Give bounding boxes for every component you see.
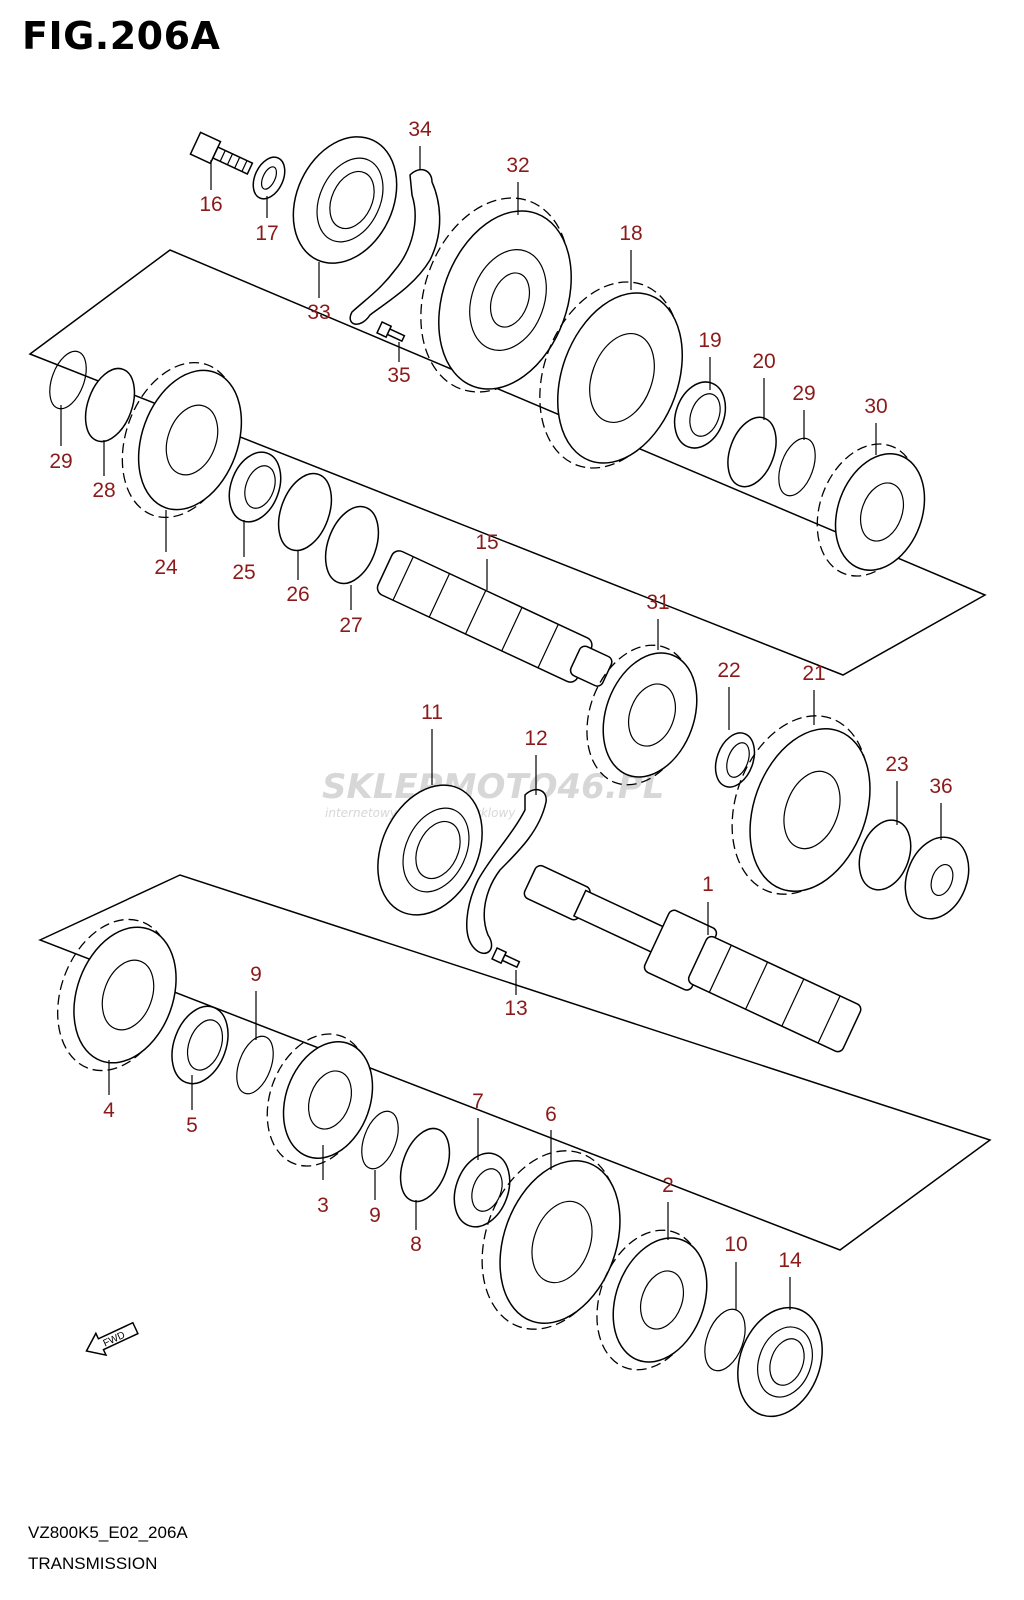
- gear-part: [121, 361, 243, 519]
- fwd-label: FWD: [102, 1330, 127, 1350]
- driveshaft-part: [523, 864, 862, 1053]
- callout-30: 30: [864, 395, 887, 418]
- bearing-part: [904, 836, 970, 920]
- callout-29: 29: [49, 450, 72, 473]
- figure-caption: TRANSMISSION: [28, 1554, 158, 1573]
- gear-part: [586, 644, 698, 786]
- callout-16: 16: [199, 193, 222, 216]
- washer-part: [399, 1127, 451, 1203]
- callout-35: 35: [387, 364, 410, 387]
- callout-24: 24: [154, 556, 178, 579]
- callout-27: 27: [339, 614, 362, 637]
- callout-7: 7: [472, 1090, 484, 1113]
- screw-part: [491, 947, 521, 969]
- needle-bearing-part: [228, 451, 282, 523]
- model-code: VZ800K5_E02_206A: [28, 1523, 188, 1542]
- callout-4: 4: [103, 1099, 115, 1122]
- circlip-part: [236, 1035, 274, 1095]
- gear-part: [816, 443, 926, 577]
- bushing-part: [171, 1005, 229, 1085]
- lock-washer-part: [324, 505, 380, 585]
- fwd-arrow-icon: FWD: [85, 1321, 139, 1357]
- callout-10: 10: [724, 1233, 747, 1256]
- callout-6: 6: [545, 1103, 557, 1126]
- bearing-part: [292, 136, 398, 264]
- washer-part: [84, 367, 136, 443]
- watermark: SKLEPMOTO46.PL internetowy sklep motocyk…: [322, 767, 664, 820]
- bushing-part: [714, 732, 756, 788]
- callout-32: 32: [506, 154, 529, 177]
- callout-17: 17: [255, 222, 278, 245]
- circlip-part: [778, 437, 816, 497]
- figure-title: FIG.206A: [22, 14, 221, 58]
- watermark-brand: SKLEPMOTO46.PL: [322, 767, 664, 807]
- callout-12: 12: [524, 727, 547, 750]
- circlip-part: [49, 350, 87, 410]
- callout-1: 1: [702, 873, 714, 896]
- washer-part: [727, 416, 777, 488]
- callout-23: 23: [885, 753, 908, 776]
- callout-5: 5: [186, 1114, 198, 1137]
- gear-part: [731, 715, 871, 895]
- gear-part: [481, 1150, 621, 1330]
- bolt-part: [189, 131, 254, 176]
- circlip-part: [361, 1110, 399, 1170]
- needle-bearing-part: [453, 1152, 511, 1228]
- callout-21: 21: [802, 662, 825, 685]
- retainer-plate-part: [466, 788, 547, 954]
- gear-part: [266, 1033, 374, 1167]
- countershaft-part: [376, 550, 613, 687]
- callout-22: 22: [717, 659, 740, 682]
- callout-3: 3: [317, 1194, 329, 1217]
- callout-9: 9: [250, 963, 262, 986]
- countershaft-assembly-frame: [28, 249, 987, 676]
- callout-34: 34: [408, 118, 432, 141]
- needle-bearing-part: [673, 381, 727, 449]
- callout-20: 20: [752, 350, 775, 373]
- callout-31: 31: [646, 591, 669, 614]
- gear-part: [420, 197, 572, 393]
- callout-26: 26: [286, 583, 309, 606]
- gear-part: [57, 918, 177, 1072]
- callout-9: 9: [369, 1204, 381, 1227]
- callout-15: 15: [475, 531, 498, 554]
- gear-part: [596, 1229, 708, 1371]
- gear-part: [539, 281, 684, 469]
- callout-36: 36: [929, 775, 952, 798]
- callout-33: 33: [307, 301, 330, 324]
- callout-28: 28: [92, 479, 115, 502]
- callout-13: 13: [504, 997, 527, 1020]
- bearing-part: [377, 784, 483, 916]
- callout-2: 2: [662, 1174, 674, 1197]
- lock-washer-part: [277, 472, 333, 552]
- callout-18: 18: [619, 222, 642, 245]
- callout-29: 29: [792, 382, 815, 405]
- bearing-part: [737, 1306, 823, 1418]
- callout-14: 14: [778, 1249, 802, 1272]
- screw-part: [376, 321, 406, 343]
- driveshaft-assembly-frame: [38, 874, 992, 1251]
- callout-11: 11: [421, 701, 443, 724]
- retainer-plate-part: [349, 168, 441, 325]
- callout-19: 19: [698, 329, 721, 352]
- washer-part: [252, 156, 286, 200]
- callout-25: 25: [232, 561, 255, 584]
- callout-8: 8: [410, 1233, 422, 1256]
